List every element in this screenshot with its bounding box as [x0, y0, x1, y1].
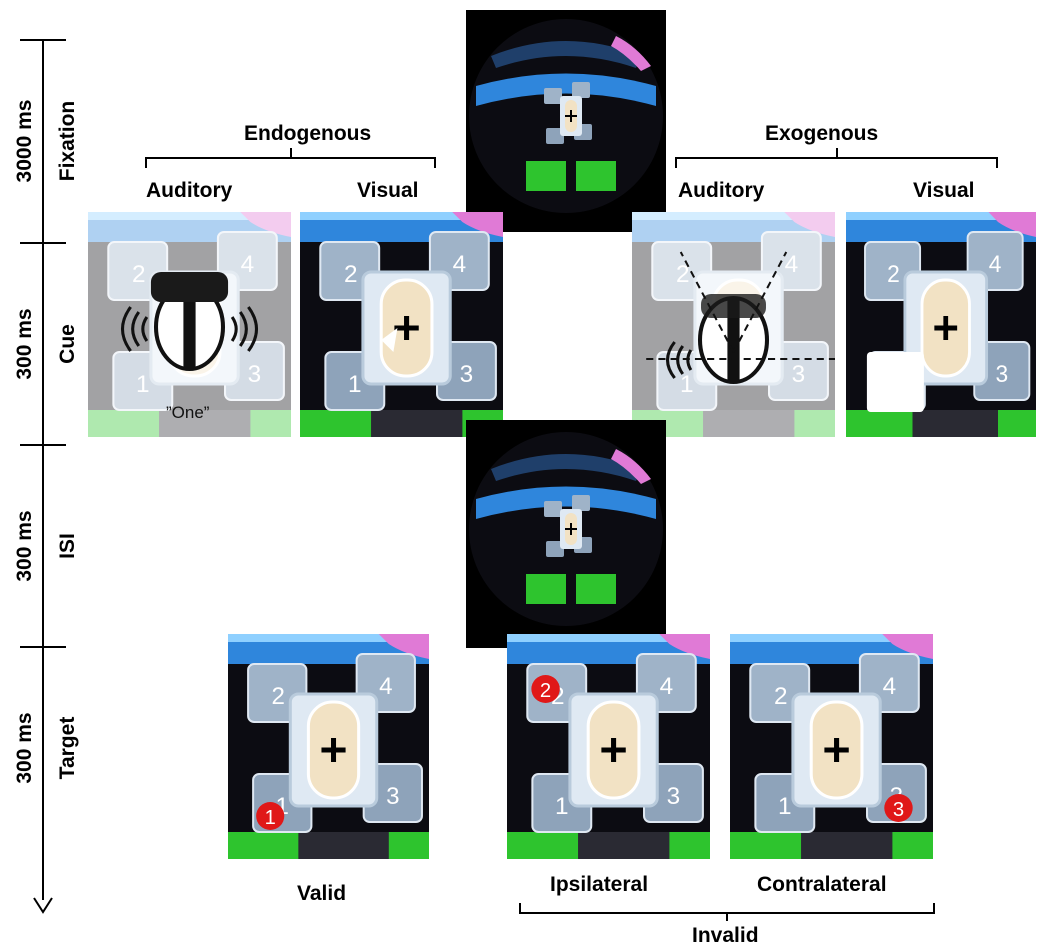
- phase-duration-target: 300 ms: [13, 712, 36, 784]
- endo-auditory-header: Auditory: [146, 179, 233, 202]
- phase-duration-isi: 300 ms: [13, 510, 36, 582]
- svg-text:1: 1: [265, 807, 276, 829]
- fixation-scene-image: [466, 10, 666, 232]
- endogenous-bracket: [145, 148, 436, 168]
- exogenous-header: Exogenous: [765, 122, 879, 145]
- invalid-bracket: [519, 903, 935, 921]
- phase-name-target: Target: [56, 716, 79, 780]
- svg-text:3: 3: [893, 799, 904, 821]
- ipsilateral-label: Ipsilateral: [550, 873, 649, 896]
- exogenous-bracket: [675, 148, 998, 168]
- spoken-cue-text: ”One”: [166, 403, 210, 422]
- endo-visual-header: Visual: [357, 179, 419, 202]
- contralateral-label: Contralateral: [757, 873, 887, 896]
- phase-name-fixation: Fixation: [56, 100, 79, 182]
- cue-endo-auditory-image: ”One”: [88, 212, 291, 437]
- phase-name-isi: ISI: [56, 533, 79, 559]
- exo-auditory-header: Auditory: [678, 179, 765, 202]
- invalid-label: Invalid: [692, 924, 759, 947]
- target-ipsilateral-image: 2: [507, 634, 710, 859]
- phase-name-cue: Cue: [56, 324, 79, 364]
- svg-text:2: 2: [540, 680, 551, 702]
- valid-label: Valid: [297, 882, 347, 905]
- phase-duration-fixation: 3000 ms: [13, 99, 36, 183]
- exo-visual-header: Visual: [913, 179, 975, 202]
- timeline-axis: [20, 39, 66, 914]
- target-valid-image: 1: [228, 634, 429, 859]
- cue-exo-visual-image: [846, 212, 1036, 437]
- phase-duration-cue: 300 ms: [13, 308, 36, 380]
- cue-exo-auditory-image: [632, 212, 835, 437]
- target-contralateral-image: 3: [730, 634, 933, 859]
- isi-scene-image: [466, 420, 666, 648]
- endogenous-header: Endogenous: [244, 122, 372, 145]
- cue-endo-visual-image: [300, 212, 503, 437]
